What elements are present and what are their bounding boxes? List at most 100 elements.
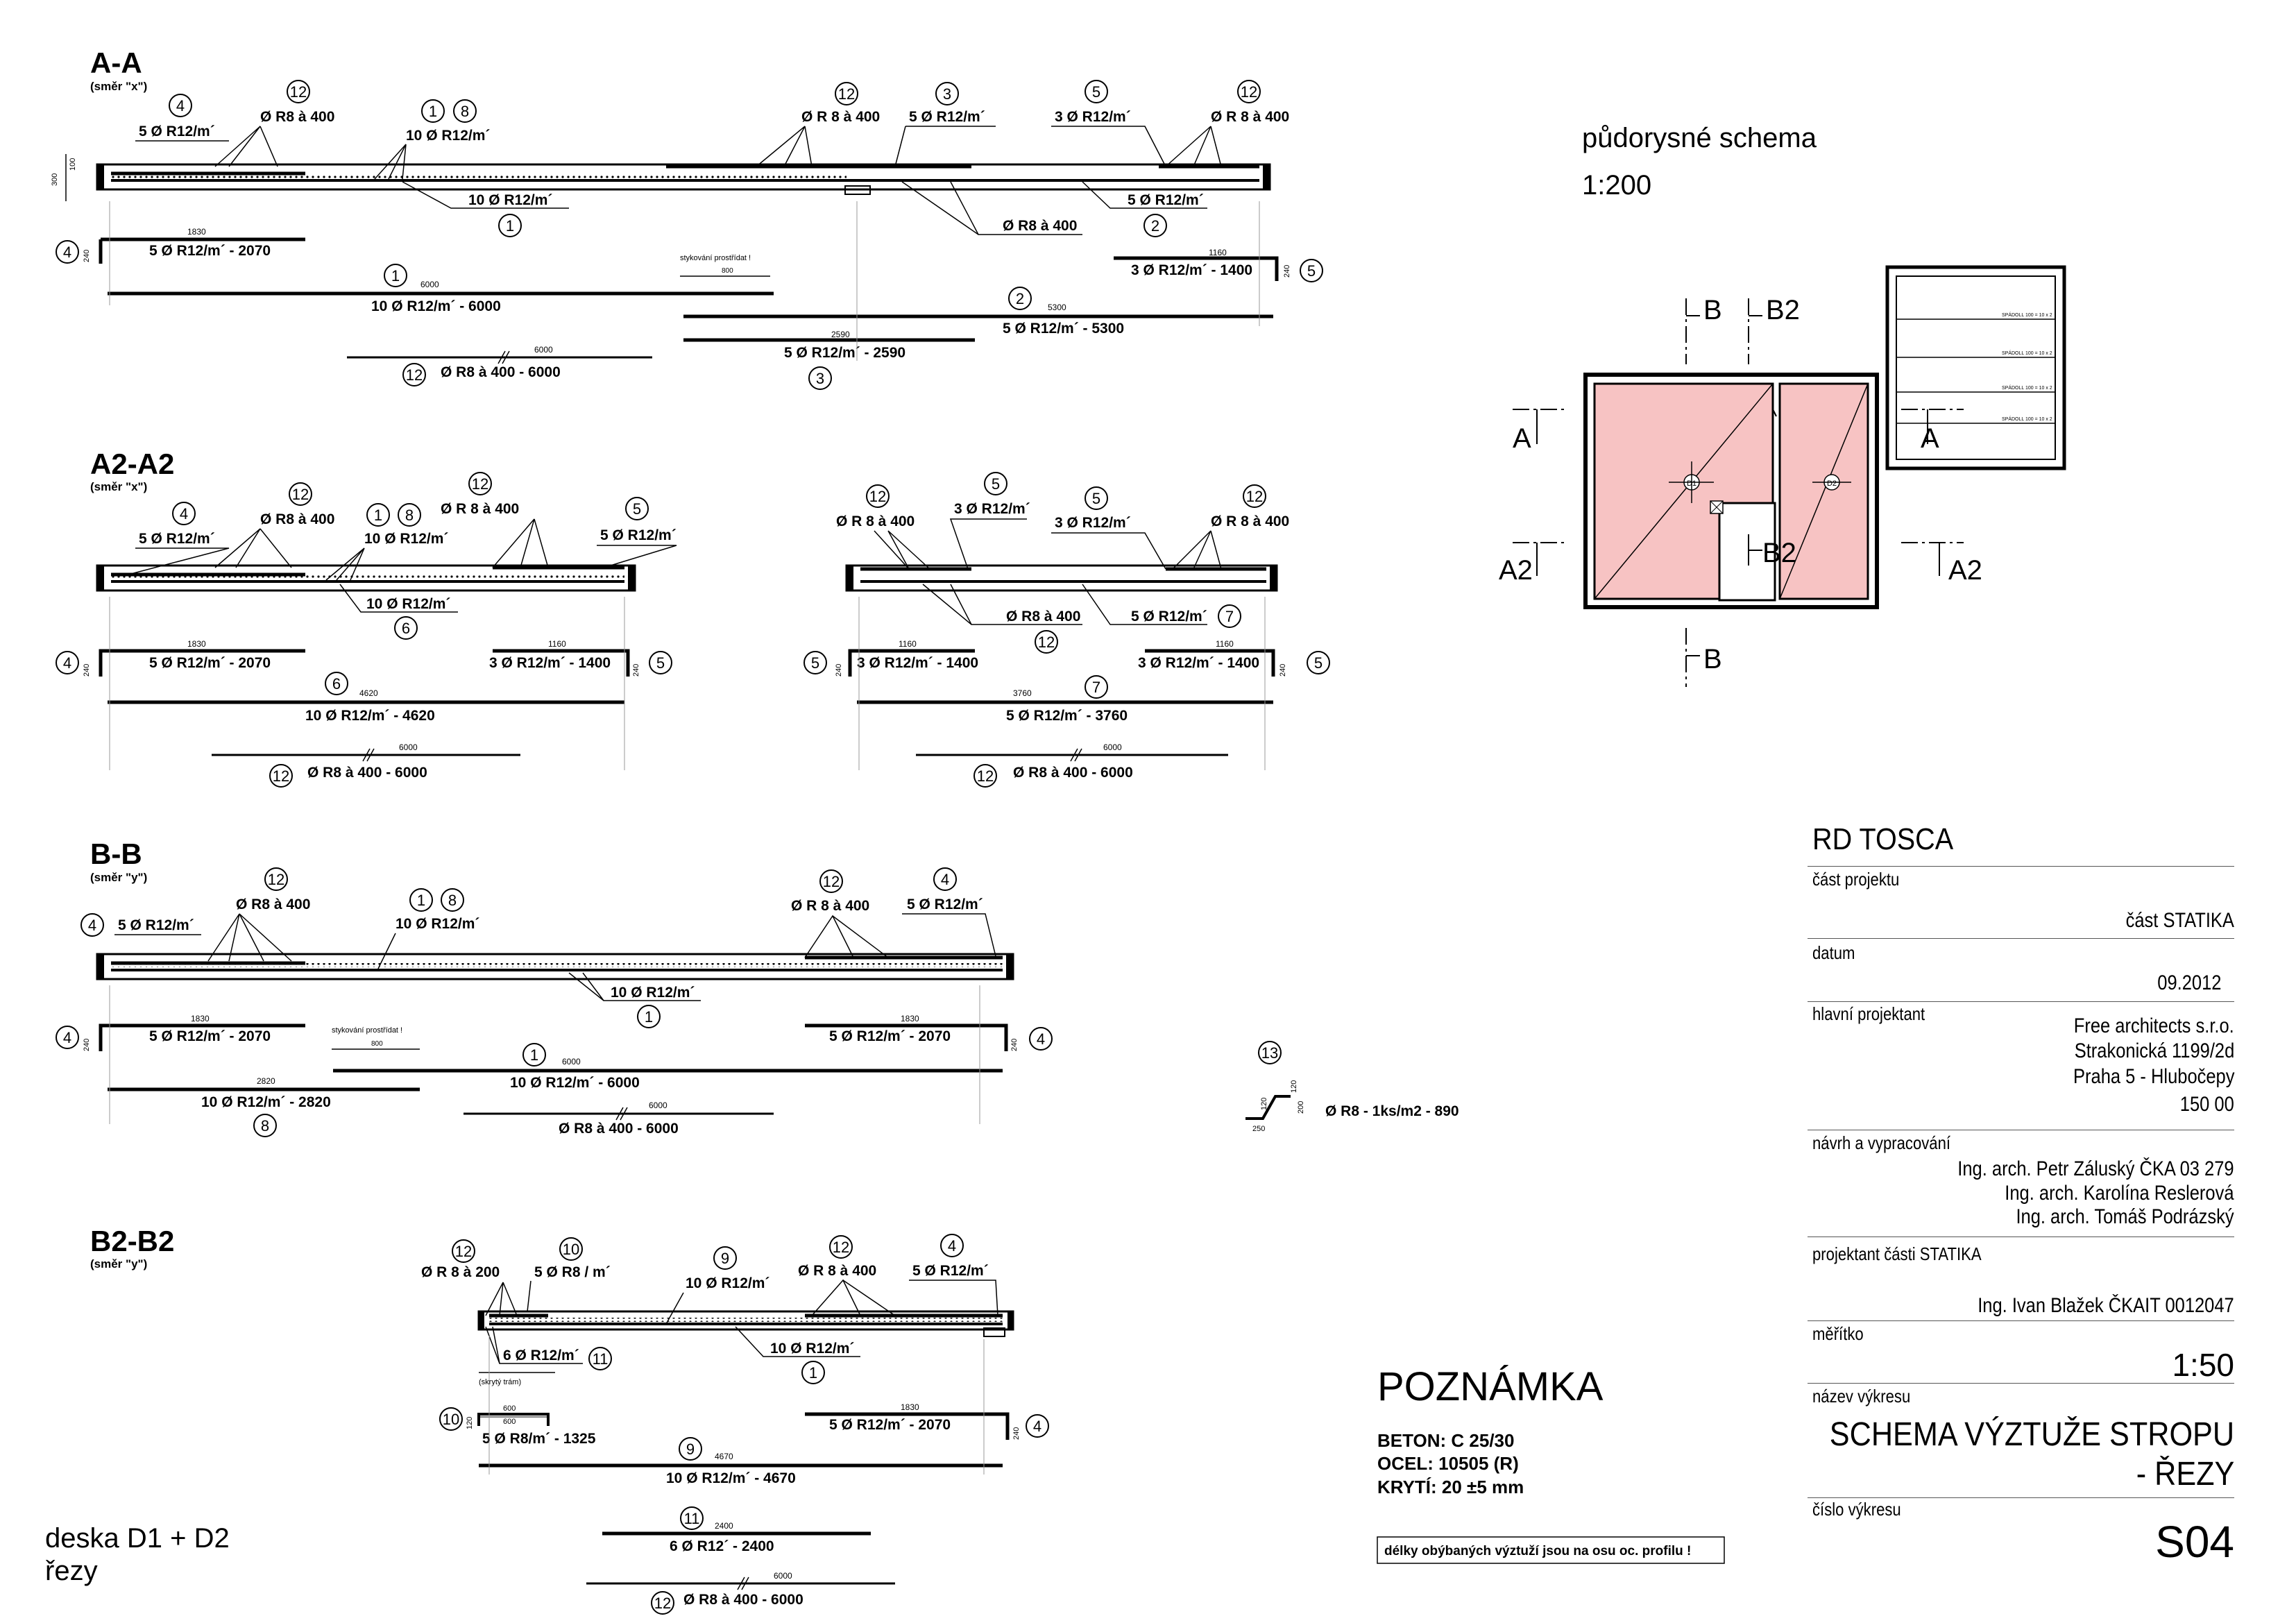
svg-text:Ø R8 à 400: Ø R8 à 400 — [236, 897, 310, 912]
drawing-name-label: název výkresu — [1812, 1386, 1911, 1407]
section-a2-direction: (směr "x") — [90, 480, 147, 493]
chief-2: Strakonická 1199/2d — [2074, 1039, 2234, 1062]
bar-label: 5 Ø R12/m´ — [1128, 192, 1204, 208]
svg-text:10 Ø R12/m´ - 4670: 10 Ø R12/m´ - 4670 — [666, 1470, 796, 1486]
svg-text:12: 12 — [869, 488, 886, 505]
svg-text:5: 5 — [1314, 654, 1323, 672]
mark-5: 5 — [1307, 262, 1316, 280]
svg-text:Ø R8 à 400 - 6000: Ø R8 à 400 - 6000 — [559, 1121, 679, 1137]
svg-text:SPÁDOLL 100 = 10 x 2: SPÁDOLL 100 = 10 x 2 — [2002, 384, 2052, 391]
bar-5 — [1114, 256, 1279, 281]
mark-2: 2 — [1016, 290, 1024, 307]
svg-text:120: 120 — [1260, 1098, 1268, 1110]
svg-text:6: 6 — [402, 620, 410, 637]
svg-text:10 Ø R12/m´: 10 Ø R12/m´ — [686, 1275, 769, 1291]
notes: POZNÁMKA BETON: C 25/30 OCEL: 10505 (R) … — [1377, 1364, 1725, 1564]
svg-text:12: 12 — [268, 871, 284, 888]
support — [1263, 164, 1270, 189]
svg-text:250: 250 — [1252, 1125, 1265, 1133]
svg-text:6000: 6000 — [420, 280, 439, 289]
section-b2: B2-B2 (směr "y") 12 Ø R 8 à 200 10 5 Ø R… — [90, 1225, 1049, 1615]
stair-block — [1885, 265, 2066, 470]
mark-4: 4 — [176, 97, 185, 114]
date-value: 09.2012 — [2157, 971, 2221, 994]
svg-text:Ø R8 à 400 - 6000: Ø R8 à 400 - 6000 — [683, 1592, 803, 1608]
svg-text:5 Ø R12/m´: 5 Ø R12/m´ — [907, 897, 983, 912]
svg-text:3760: 3760 — [1013, 688, 1032, 698]
slab-d2-label: D2 — [1827, 479, 1837, 488]
mark-12: 12 — [290, 83, 307, 101]
part-value: část STATIKA — [2125, 909, 2234, 932]
svg-text:7: 7 — [1225, 608, 1234, 625]
mark-4: 4 — [63, 244, 71, 261]
svg-text:1160: 1160 — [548, 639, 566, 649]
svg-text:4: 4 — [948, 1237, 956, 1255]
bar-label: Ø R 8 à 400 — [1211, 109, 1289, 125]
svg-text:6000: 6000 — [1103, 742, 1122, 752]
svg-text:5 Ø R12/m´: 5 Ø R12/m´ — [600, 527, 677, 543]
svg-text:Ø R8 à 400 - 6000: Ø R8 à 400 - 6000 — [1013, 765, 1133, 781]
svg-text:Ø R 8 à 400: Ø R 8 à 400 — [1211, 513, 1289, 529]
bar-label: 5 Ø R12/m´ - 5300 — [1003, 321, 1124, 337]
svg-text:1830: 1830 — [191, 1014, 210, 1023]
svg-text:5 Ø R12/m´: 5 Ø R12/m´ — [1131, 609, 1207, 624]
svg-text:4: 4 — [88, 917, 96, 934]
bar-row — [111, 175, 847, 179]
svg-text:600: 600 — [503, 1418, 516, 1426]
design-3: Ing. arch. Tomáš Podrázský — [2016, 1205, 2234, 1228]
scale-value: 1:50 — [2172, 1347, 2234, 1383]
bar-label: Ø R 8 à 400 — [801, 109, 880, 125]
chief-4: 150 00 — [2179, 1093, 2234, 1116]
drawing-subject-2: řezy — [45, 1556, 98, 1586]
svg-text:5: 5 — [633, 500, 641, 518]
part-label: část projektu — [1812, 869, 1900, 890]
floor-outline — [1583, 373, 1879, 609]
floor-plan-schema: půdorysné schema 1:200 D1 D2 SPÁDOLL 100… — [1499, 123, 2066, 687]
section-mark-b: B — [1703, 295, 1722, 325]
slab-d1-label: D1 — [1687, 479, 1697, 488]
svg-text:1: 1 — [374, 507, 382, 524]
svg-text:240: 240 — [1012, 1427, 1021, 1440]
svg-text:6000: 6000 — [562, 1057, 581, 1067]
svg-text:800: 800 — [722, 267, 733, 275]
svg-text:3 Ø R12/m´: 3 Ø R12/m´ — [954, 501, 1030, 517]
svg-text:240: 240 — [632, 664, 640, 677]
svg-text:4: 4 — [1033, 1418, 1041, 1435]
section-mark-a: A — [1921, 423, 1939, 454]
svg-text:6000: 6000 — [399, 742, 418, 752]
svg-text:1: 1 — [417, 892, 425, 909]
svg-text:240: 240 — [1283, 265, 1291, 278]
svg-text:5: 5 — [1092, 490, 1100, 507]
section-mark-b2: B2 — [1762, 538, 1796, 568]
svg-text:600: 600 — [503, 1404, 516, 1413]
svg-text:3 Ø R12/m´ - 1400: 3 Ø R12/m´ - 1400 — [1138, 655, 1259, 671]
drawing-name-2: - ŘEZY — [2136, 1456, 2234, 1493]
section-aa-title: A-A — [90, 46, 142, 79]
svg-text:10 Ø R12/m´: 10 Ø R12/m´ — [611, 985, 695, 1001]
bar-label: 5 Ø R12/m´ — [139, 124, 215, 139]
project-name: RD TOSCA — [1812, 822, 1954, 856]
mark-1: 1 — [391, 267, 400, 284]
section-mark-a2: A2 — [1948, 555, 1982, 586]
svg-text:6 Ø R12´ - 2400: 6 Ø R12´ - 2400 — [670, 1538, 774, 1554]
svg-text:5 Ø R12/m´ - 3760: 5 Ø R12/m´ - 3760 — [1006, 708, 1128, 724]
bar-label: 10 Ø R12/m´ — [406, 128, 490, 144]
mark-2: 2 — [1151, 217, 1159, 235]
mark-12: 12 — [1241, 83, 1257, 101]
section-a2-left: A2-A2 (směr "x") 4 5 Ø R12/m´ 12 Ø R8 à … — [56, 448, 677, 788]
svg-text:2820: 2820 — [257, 1076, 275, 1086]
svg-text:Ø R 8 à 400: Ø R 8 à 400 — [791, 898, 869, 914]
mark-3: 3 — [816, 370, 824, 387]
design-label: návrh a vypracování — [1812, 1132, 1951, 1153]
svg-text:3 Ø R12/m´ - 1400: 3 Ø R12/m´ - 1400 — [489, 655, 611, 671]
beam — [844, 185, 871, 195]
svg-text:5 Ø R12/m´: 5 Ø R12/m´ — [912, 1263, 989, 1279]
svg-text:Ø R8 à 400: Ø R8 à 400 — [260, 511, 334, 527]
svg-text:6 Ø R12/m´: 6 Ø R12/m´ — [503, 1348, 579, 1363]
chief-1: Free architects s.r.o. — [2073, 1014, 2234, 1037]
design-1: Ing. arch. Petr Záluský ČKA 03 279 — [1957, 1157, 2234, 1180]
svg-text:4670: 4670 — [715, 1452, 733, 1461]
bar-label: 10 Ø R12/m´ - 6000 — [371, 298, 501, 314]
svg-text:1160: 1160 — [899, 639, 917, 649]
svg-text:(skrytý trám): (skrytý trám) — [479, 1378, 521, 1386]
